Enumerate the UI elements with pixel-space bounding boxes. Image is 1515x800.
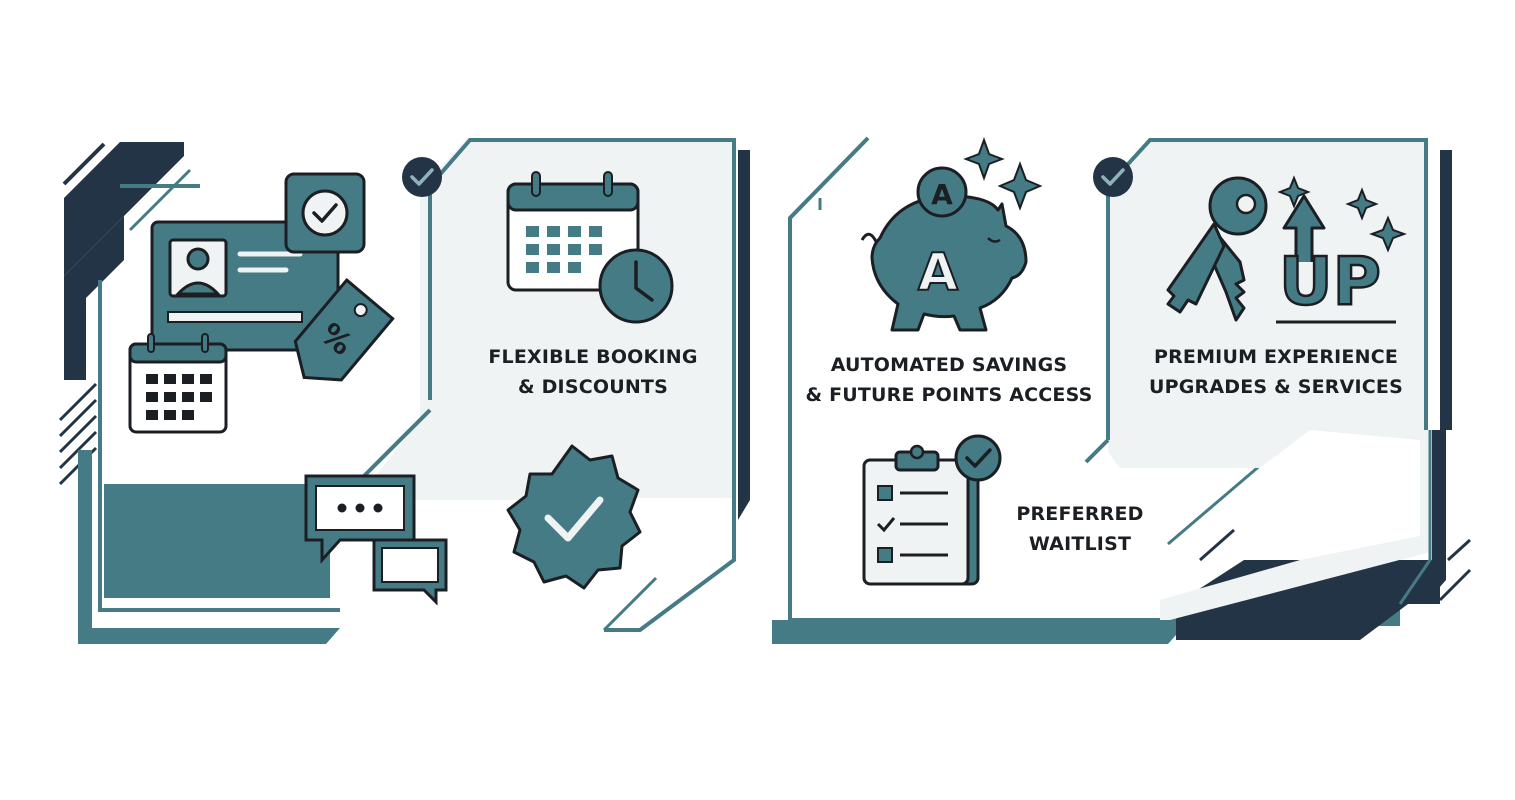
label-line: AUTOMATED SAVINGS [830, 354, 1068, 376]
label-line: PREMIUM EXPERIENCE [1153, 346, 1399, 368]
label-line: & DISCOUNTS [518, 376, 668, 398]
feature-label-premium-upgrades: PREMIUM EXPERIENCE UPGRADES & SERVICES [1136, 342, 1416, 402]
card-automated-savings [788, 136, 1168, 622]
up-arrow-icon: UP [1276, 194, 1396, 324]
membership-card-icon [150, 220, 340, 352]
svg-text:A: A [931, 178, 953, 211]
sparkle-icon [1277, 175, 1407, 253]
card-1-panel [372, 138, 734, 500]
chat-bubbles-icon [304, 474, 448, 606]
check-badge-icon [954, 434, 1002, 482]
clock-icon [598, 248, 674, 324]
label-line: PREFERRED [1016, 503, 1144, 525]
clipboard-checklist-icon [862, 444, 980, 586]
discount-tag-icon: % [293, 277, 395, 382]
verified-badge-icon [506, 444, 642, 590]
svg-text:A: A [918, 243, 958, 303]
label-line: & FUTURE POINTS ACCESS [805, 384, 1093, 406]
checkmark-icon [1093, 157, 1133, 197]
svg-text:UP: UP [1279, 243, 1381, 320]
label-line: UPGRADES & SERVICES [1149, 376, 1403, 398]
card-flexible-booking [360, 138, 750, 632]
left-group-decor [58, 142, 362, 644]
card-premium-upgrades [1084, 138, 1452, 620]
navy-side-bar [64, 216, 124, 380]
feature-label-preferred-waitlist: PREFERRED WAITLIST [1004, 499, 1156, 559]
card-3-navy-edge [1440, 150, 1452, 430]
card-3-panel [1108, 138, 1426, 468]
checkmark-icon [402, 157, 442, 197]
sparkle-icon [963, 137, 1043, 211]
calendar-icon [506, 171, 640, 292]
card-1-navy-edge [738, 150, 750, 520]
check-square-icon [284, 172, 366, 254]
piggy-bank-icon: A [860, 194, 1028, 332]
navy-right-strip [1432, 430, 1446, 596]
label-line: FLEXIBLE BOOKING [488, 346, 698, 368]
feature-label-automated-savings: AUTOMATED SAVINGS & FUTURE POINTS ACCESS [796, 350, 1102, 410]
keys-icon [1166, 176, 1268, 322]
feature-label-flexible-booking: FLEXIBLE BOOKING & DISCOUNTS [460, 342, 726, 402]
navy-corner-shape [64, 142, 184, 276]
coin-icon: A [916, 166, 968, 218]
teal-block [104, 484, 330, 598]
label-line: WAITLIST [1028, 533, 1132, 555]
calendar-icon [128, 333, 228, 434]
